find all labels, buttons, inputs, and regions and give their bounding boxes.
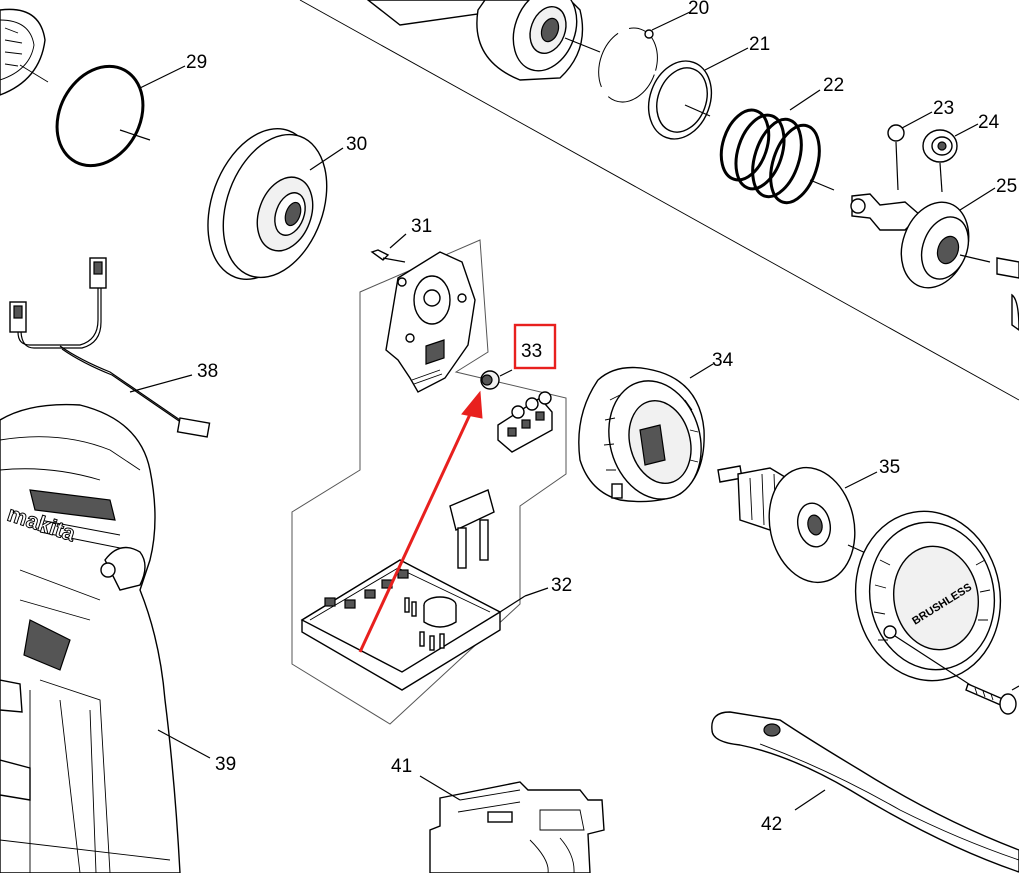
part-35-rotor — [717, 465, 878, 584]
callout-31: 31 — [411, 216, 432, 237]
callout-39: 39 — [215, 754, 236, 775]
callout-42: 42 — [761, 814, 782, 835]
part-33-pin — [480, 369, 513, 390]
part-42-strap — [711, 711, 1019, 873]
part-23-ball — [887, 111, 933, 191]
callout-29: 29 — [186, 52, 207, 73]
part-32-group-outline — [291, 239, 567, 725]
part-28-ring — [0, 8, 49, 96]
highlight-box-33 — [513, 323, 557, 370]
part-rear-cover: BRUSHLESS — [854, 510, 1002, 689]
callout-25: 25 — [996, 176, 1017, 197]
part-34-stator — [578, 363, 714, 503]
housing-outline-line — [299, 0, 1019, 401]
callout-24: 24 — [978, 112, 1000, 133]
callout-21: 21 — [749, 34, 770, 55]
part-25-spindle — [850, 187, 1019, 289]
part-31-sensor-plate — [385, 251, 476, 393]
callout-23: 23 — [933, 98, 954, 119]
part-24-gear — [922, 123, 979, 193]
callout-34: 34 — [712, 350, 734, 371]
part-32-controller — [300, 559, 549, 691]
part-edge-right — [1011, 293, 1019, 331]
highlight-arrow — [358, 390, 483, 653]
callout-38: 38 — [197, 361, 218, 382]
part-29-o-ring — [55, 64, 186, 168]
callout-22: 22 — [823, 75, 844, 96]
part-39-housing: makita — [0, 403, 211, 874]
part-21-washer — [647, 47, 749, 140]
callout-35: 35 — [879, 457, 900, 478]
callout-33: 33 — [521, 341, 542, 362]
callout-20: 20 — [688, 0, 709, 19]
callout-41: 41 — [391, 756, 412, 777]
part-22-spring — [719, 89, 835, 205]
part-30-bearing — [207, 128, 344, 280]
part-41-base — [419, 775, 605, 874]
part-top-bearing-housing — [476, 0, 601, 81]
part-38-harness — [9, 257, 211, 438]
part-31-screw — [370, 233, 407, 263]
part-cover-screw — [965, 683, 1019, 715]
part-32-terminal-block — [497, 391, 553, 453]
callout-30: 30 — [346, 134, 367, 155]
part-32-fuse-connector — [449, 489, 495, 569]
callout-32: 32 — [551, 575, 572, 596]
